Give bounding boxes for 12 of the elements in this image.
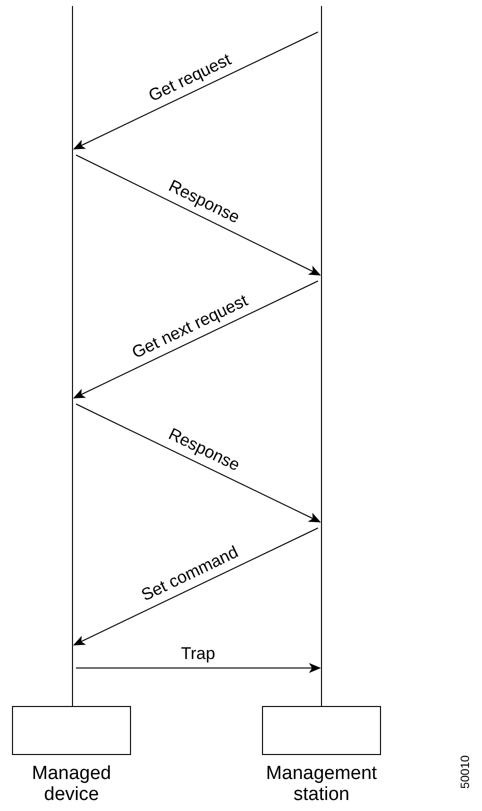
node-label: Managed device	[30, 763, 112, 805]
message-arrow	[76, 154, 321, 276]
edge-label: Trap	[180, 644, 216, 664]
message-arrow	[73, 528, 318, 646]
lifeline	[321, 6, 322, 706]
message-arrow	[73, 32, 318, 150]
message-arrow	[73, 280, 318, 398]
message-arrow	[76, 404, 321, 522]
message-arrow	[76, 663, 321, 673]
lifeline	[72, 6, 73, 706]
figure-number: 50010	[458, 755, 472, 789]
node-label: Management station	[265, 763, 378, 805]
